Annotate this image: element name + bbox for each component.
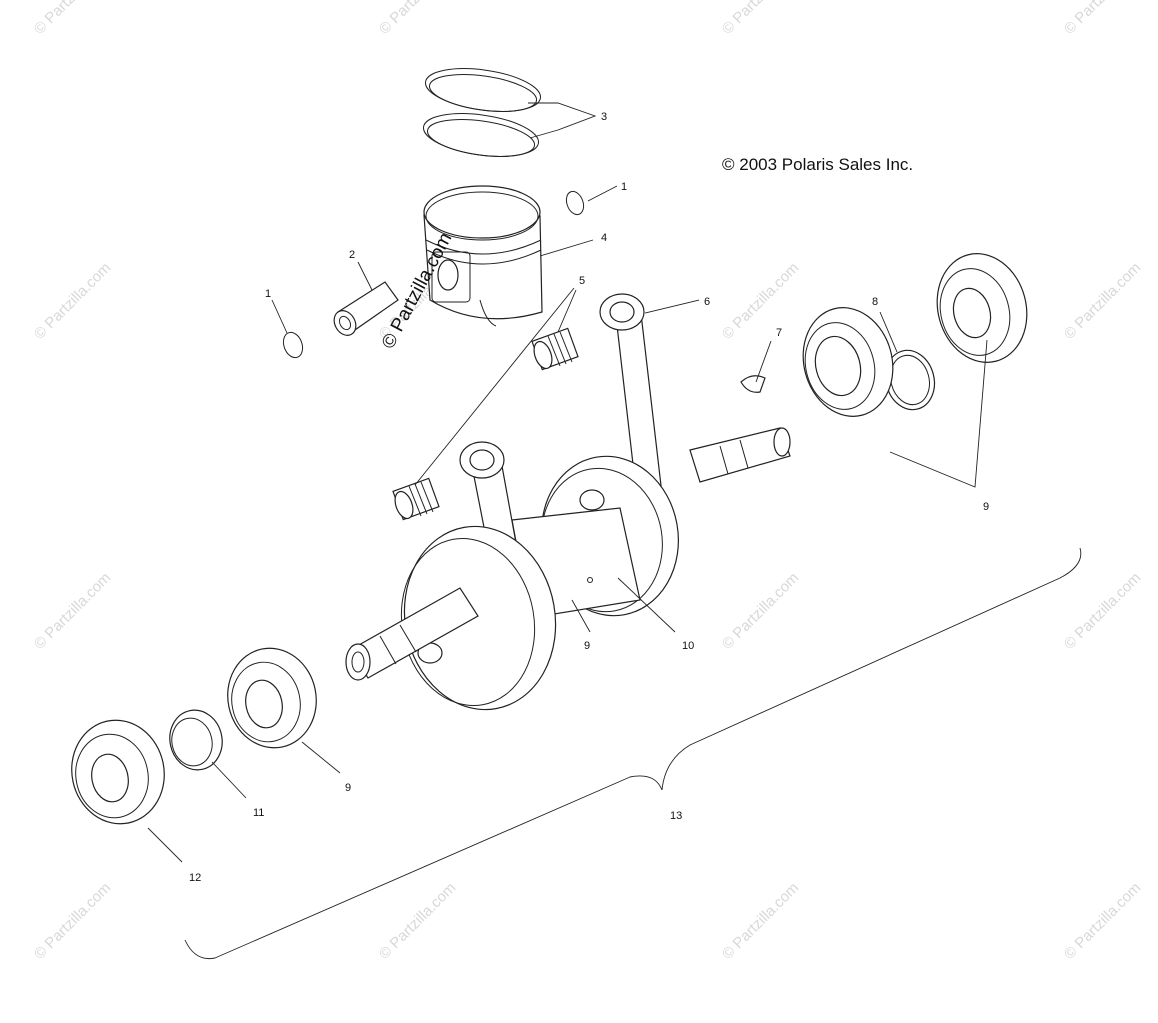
piston-rings (422, 68, 542, 157)
watermark: © Partzilla.com (719, 259, 802, 342)
bearing-seal-right (936, 253, 1028, 363)
assembly-brace (184, 547, 1082, 960)
crankshaft-assembly (345, 293, 791, 711)
watermark: © Partzilla.com (31, 0, 114, 38)
bearing-left (227, 647, 317, 749)
watermark: © Partzilla.com (719, 879, 802, 962)
callout-6: 6 (704, 296, 710, 308)
callout-12: 12 (189, 872, 201, 884)
circlip-left (282, 331, 304, 359)
callout-7: 7 (776, 327, 782, 339)
watermark: © Partzilla.com (31, 259, 114, 342)
watermark: © Partzilla.com (1061, 259, 1144, 342)
needle-bearing-lower (392, 477, 440, 521)
watermark: © Partzilla.com (376, 0, 459, 38)
watermark: © Partzilla.com (1061, 879, 1144, 962)
watermark: © Partzilla.com (376, 879, 459, 962)
bearing-right (802, 307, 894, 417)
shim-ring (884, 349, 936, 411)
watermark: © Partzilla.com (719, 0, 802, 38)
watermark: © Partzilla.com (1061, 0, 1144, 38)
callout-11: 11 (253, 807, 264, 819)
callout-9: 9 (584, 640, 590, 652)
needle-bearing-upper (531, 327, 579, 371)
leader-lines (147, 102, 988, 863)
piston (423, 185, 543, 327)
callout-9: 9 (345, 782, 351, 794)
copyright-notice: © 2003 Polaris Sales Inc. (722, 155, 913, 174)
callout-1: 1 (265, 288, 271, 300)
watermark: © Partzilla.com (31, 569, 114, 652)
callout-8: 8 (872, 296, 878, 308)
watermark: © Partzilla.com (31, 879, 114, 962)
callout-1: 1 (621, 181, 627, 193)
callout-3: 3 (601, 111, 607, 123)
woodruff-key (740, 375, 766, 393)
watermark: © Partzilla.com (719, 569, 802, 652)
wrist-pin (333, 281, 399, 336)
circlip-right (565, 190, 585, 216)
callout-9: 9 (983, 501, 989, 513)
callout-5: 5 (579, 275, 585, 287)
callout-10: 10 (682, 640, 694, 652)
watermark: © Partzilla.com (1061, 569, 1144, 652)
callout-4: 4 (601, 232, 607, 244)
bearing-seal-left (71, 719, 165, 825)
callout-13: 13 (670, 810, 682, 822)
callout-labels: 1 1 2 3 4 5 6 7 8 9 9 10 9 11 12 13 (189, 111, 989, 884)
callout-2: 2 (349, 249, 355, 261)
spacer-ring (169, 709, 223, 771)
